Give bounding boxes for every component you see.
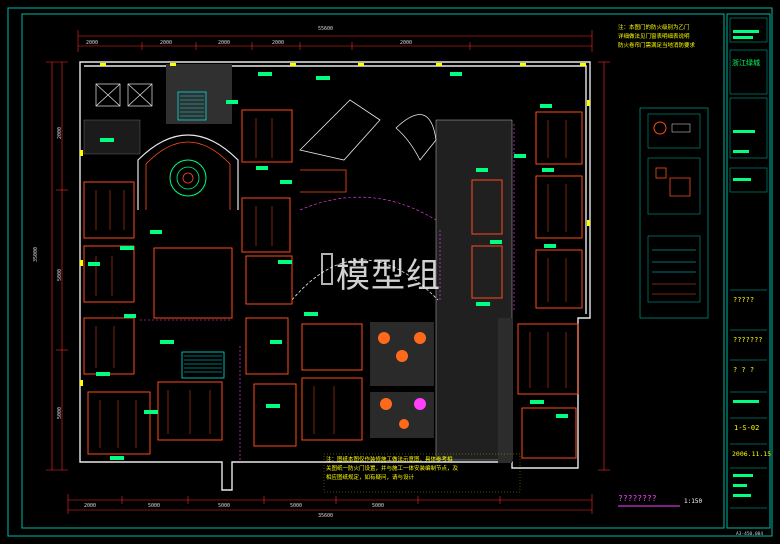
wm-rect — [321, 253, 333, 285]
bottom-overall-dimension: 35600 — [318, 513, 334, 519]
lighting-runs — [140, 124, 515, 460]
sheet-code: A3-450.004 — [736, 532, 764, 537]
bottom-notes: 注：图纸本图仅作装修施工做法示意图，具体参考相 关图纸一防火门设置，并与施工一体… — [326, 456, 522, 483]
legend-column — [639, 107, 709, 319]
scale-value: 1:150 — [684, 498, 703, 505]
title-block-frame — [726, 13, 771, 529]
corridor-right — [498, 318, 512, 463]
inner-border — [21, 13, 725, 529]
note-line: 防火卷帘门需满足当地消防要求 — [618, 43, 696, 49]
left-dimension-chain — [46, 61, 68, 471]
elevator-core — [95, 83, 153, 107]
top-segment-dim: 2000 — [86, 40, 99, 46]
title-field: ????? — [733, 296, 755, 304]
rotunda — [137, 134, 239, 210]
bottom-segment-dim: 5000 — [372, 503, 385, 509]
left-segment-dim: 5000 — [57, 406, 64, 420]
drawing-date: 2006.11.15 — [732, 450, 772, 458]
watermark-text: 模型组 — [336, 256, 441, 296]
left-segment-dim: 5000 — [57, 268, 64, 282]
atrium-void — [291, 99, 439, 301]
opening-markers — [80, 63, 590, 386]
note-line: 注：图纸本图仅作装修施工做法示意图，具体参考相 — [326, 457, 453, 463]
room-partitions — [83, 109, 583, 459]
top-segment-dim: 2000 — [400, 40, 413, 46]
outer-border — [7, 7, 773, 537]
stair-top — [166, 64, 232, 124]
top-segment-dim: 2000 — [272, 40, 285, 46]
legend-symbols — [647, 113, 701, 303]
top-segment-dim: 2000 — [218, 40, 231, 46]
title-field: ??????? — [733, 336, 763, 344]
ceiling-tags — [88, 72, 568, 460]
title-field: ? ? ? — [733, 366, 755, 374]
drawing-number: 1-S-02 — [734, 424, 760, 432]
top-right-notes: 注：本图门的防火级别为乙门 详细做法见门窗表明细表说明 防火卷帘门需满足当地消防… — [618, 24, 726, 51]
stair-lower — [181, 351, 225, 379]
company-name: 浙江绿城 — [732, 59, 760, 67]
bottom-segment-dim: 5000 — [290, 503, 303, 509]
top-overall-dimension: 55600 — [318, 26, 334, 32]
note-line: 相应图纸规定，如有疑问，请与设计 — [326, 475, 415, 481]
ceiling-grid — [95, 118, 567, 448]
drawing-title-label: ???????? — [618, 494, 657, 503]
bottom-dimension-chain — [67, 494, 593, 514]
zone-left-upper — [83, 119, 141, 155]
bottom-segment-dim: 5000 — [218, 503, 231, 509]
bottom-segment-dim: 2000 — [84, 503, 97, 509]
title-block-details — [729, 17, 768, 509]
bottom-segment-dim: 5000 — [148, 503, 161, 509]
note-line: 详细做法见门窗表明细表说明 — [618, 34, 690, 40]
lounge-fixtures — [370, 322, 434, 438]
top-dimension-chain — [77, 30, 593, 52]
left-segment-dim: 2000 — [57, 126, 64, 140]
left-overall-dimension: 35000 — [33, 246, 39, 262]
note-line: 注：本图门的防火级别为乙门 — [618, 25, 690, 31]
note-line: 关图纸一防火门设置，并与施工一体安装编制节点，及 — [326, 466, 459, 472]
top-segment-dim: 2000 — [160, 40, 173, 46]
right-dimension-chain — [598, 61, 610, 471]
building-outline — [79, 61, 591, 491]
